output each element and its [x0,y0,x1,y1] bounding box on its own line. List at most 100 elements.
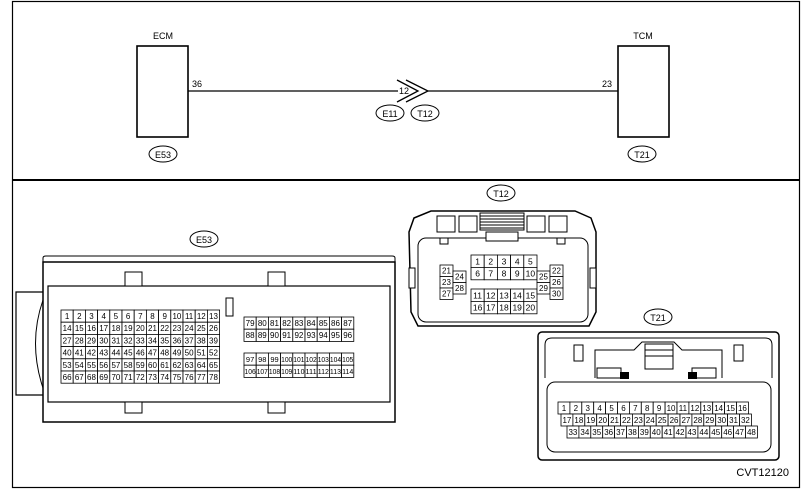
t21-pin-label: 39 [640,428,649,437]
t21-pin-label: 19 [586,416,595,425]
t12-pin-cell [523,300,538,315]
t21-pin-label: 2 [574,404,579,413]
t21-pin-label: 6 [621,404,626,413]
e53-pin-label: 81 [270,319,279,328]
ecm-title: ECM [153,31,173,41]
t21-pin-label: 43 [687,428,696,437]
t21-pin-label: 24 [646,416,655,425]
t21-pin-label: 25 [658,416,667,425]
e53-pin-label: 29 [87,336,96,345]
e53-pin-label: 61 [160,361,169,370]
e53-pin-label: 98 [258,355,266,364]
e53-pin-label: 105 [342,355,353,364]
t21-post-right [733,344,744,362]
e53-pin-label: 69 [99,373,108,382]
e53-pin-label: 66 [63,373,72,382]
e53-pin-label: 62 [172,361,181,370]
t12-pin-label: 17 [486,303,496,313]
t21-pin-label: 13 [702,404,711,413]
e53-pin-label: 31 [111,336,120,345]
t21-pin-label: 42 [676,428,685,437]
e53-pin-label: 95 [331,331,340,340]
e53-pin-label: 35 [160,336,169,345]
e53-pin-label: 43 [99,349,108,358]
e53-pin-label: 1 [65,312,70,321]
e53-pin-label: 47 [148,349,157,358]
t21-pin-label: 34 [580,428,589,437]
t21-pin-label: 28 [693,416,702,425]
e53-pin-label: 111 [306,367,317,376]
e53-pin-label: 101 [293,355,304,364]
e53-pin-label: 88 [246,331,255,340]
e53-pin-label: 65 [209,361,218,370]
junction-left-connector-label: E11 [382,109,397,119]
e53-top-key-right [267,271,286,287]
ecm-connector-badge [148,145,178,163]
t12-pin-label: 20 [526,303,536,313]
t12-pin-label: 9 [515,269,520,279]
e53-pin-label: 3 [89,312,94,321]
e53-pin-label: 45 [124,349,133,358]
e53-pin-label: 46 [136,349,145,358]
ecm-pin-label: 36 [192,79,202,89]
t12-pin-label: 21 [442,267,451,276]
t21-pin-label: 40 [652,428,661,437]
e53-pin-label: 96 [343,331,352,340]
tcm-pin-label: 23 [602,79,612,89]
t21-pin-label: 16 [738,404,747,413]
e53-pin-label: 21 [148,324,157,333]
t21-face [546,381,772,453]
t12-lock-base [485,231,519,242]
e53-pin-label: 114 [342,367,353,376]
t12-pin-label: 15 [526,290,536,300]
e53-face [47,285,391,403]
t12-pin-label: 24 [455,273,464,282]
t12-pin-label: 22 [552,267,561,276]
e53-pin-label: 13 [209,312,218,321]
e53-pin-label: 44 [111,349,120,358]
e53-pin-label: 86 [331,319,340,328]
e53-pin-label: 33 [136,336,145,345]
t12-latch-right-outer [548,215,568,233]
t12-pin-label: 3 [502,256,507,266]
e53-pin-label: 20 [136,324,145,333]
t12-pin-label: 27 [442,290,451,299]
ecm-connector-label: E53 [155,150,171,160]
e53-lock-curve [35,299,44,389]
e53-pin-label: 91 [282,331,291,340]
t12-label: T12 [493,189,509,199]
e53-top-key-left [124,271,143,287]
e53-pin-cell [341,328,355,342]
e53-pin-label: 7 [138,312,143,321]
t12-pin-label: 10 [526,269,536,279]
e53-pin-label: 104 [330,355,341,364]
e53-pin-label: 102 [306,355,317,364]
e53-pin-label: 5 [114,312,119,321]
e53-pin-label: 2 [77,312,82,321]
e53-pin-label: 79 [246,319,255,328]
e53-bottom-key-right [267,401,286,414]
e53-pin-label: 42 [87,349,96,358]
e53-pin-label: 50 [185,349,194,358]
e53-pin-label: 54 [75,361,84,370]
e53-pin-label: 10 [172,312,181,321]
t12-latch-right-inner [526,215,546,233]
t12-pin-cell [452,282,467,295]
t12-pin-label: 1 [475,256,480,266]
e53-pin-label: 109 [281,367,292,376]
e53-pin-label: 108 [269,367,280,376]
t12-key-left [439,237,449,245]
e53-pin-label: 41 [75,349,84,358]
e53-pin-label: 57 [111,361,120,370]
t12-pin-label: 8 [502,269,507,279]
t12-pin-label: 16 [473,303,483,313]
t21-pin-label: 15 [726,404,735,413]
e53-pin-label: 19 [124,324,133,333]
e53-pin-label: 26 [209,324,218,333]
e53-pin-label: 30 [99,336,108,345]
t12-side-rib-left [408,267,416,289]
t21-latch-left [596,367,622,379]
t12-pin-label: 30 [552,290,561,299]
